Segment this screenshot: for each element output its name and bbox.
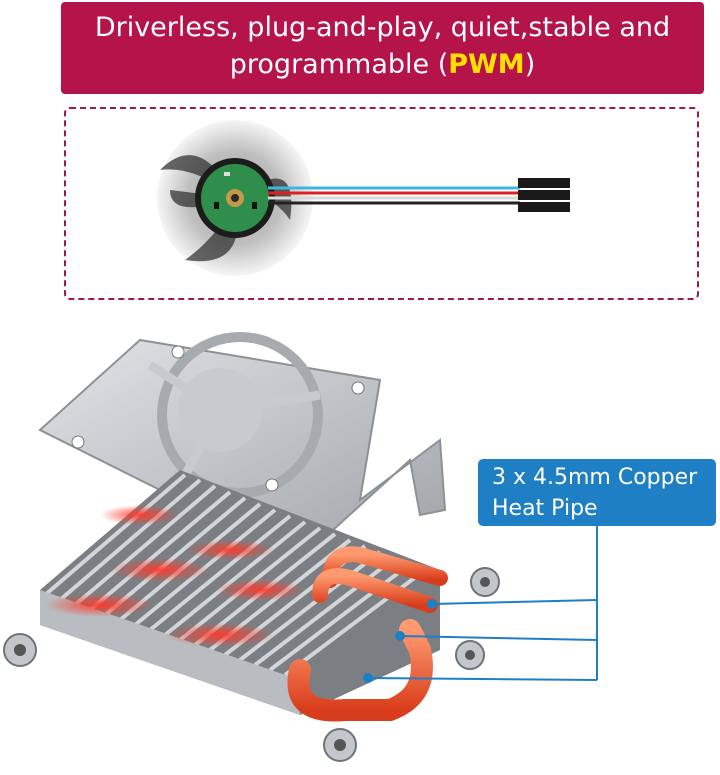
callout-line-2: Heat Pipe — [492, 496, 598, 521]
heatsink-icon — [3, 332, 500, 762]
headline-banner: Driverless, plug-and-play, quiet,stable … — [61, 2, 704, 94]
fan-frame — [64, 107, 699, 300]
headline-text-end: ) — [524, 49, 536, 80]
headline-highlight-pwm: PWM — [448, 49, 525, 80]
headline-text: Driverless, plug-and-play, quiet,stable … — [94, 12, 671, 80]
fan-icon — [157, 120, 570, 276]
callout-line-1: 3 x 4.5mm Copper — [492, 465, 698, 490]
heat-pipe-callout: 3 x 4.5mm Copper Heat Pipe — [478, 459, 716, 526]
